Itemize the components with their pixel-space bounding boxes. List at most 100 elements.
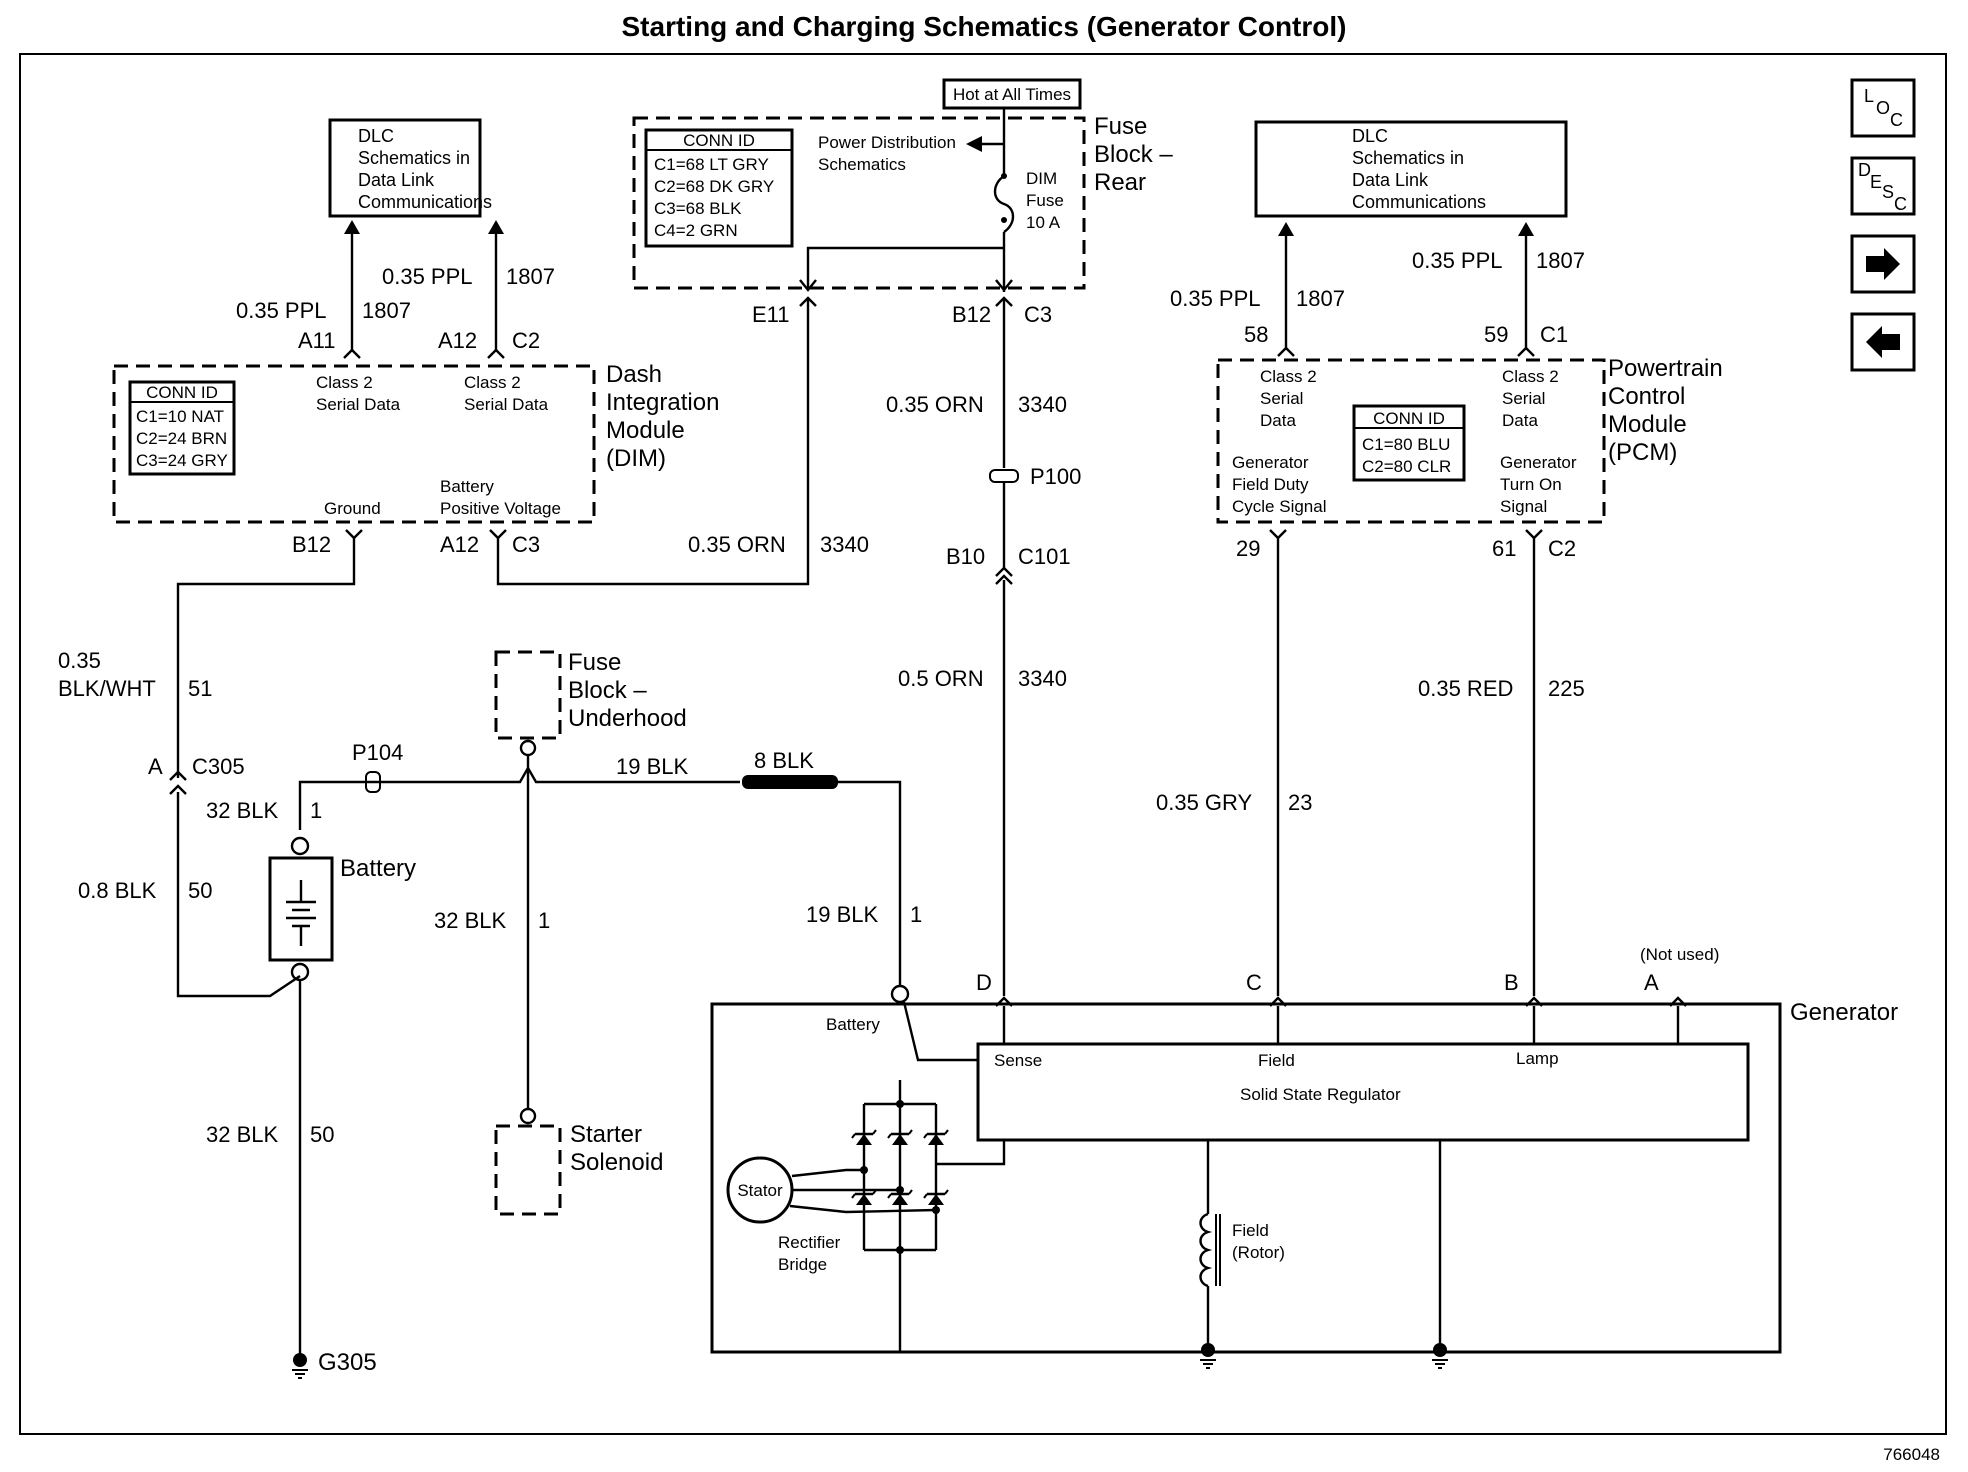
dlc-left-line2: Schematics in [358, 148, 470, 168]
dim-conn-id-2: C2=24 BRN [136, 429, 227, 448]
dim-battery-line2: Positive Voltage [440, 499, 561, 518]
pcm-serial-left-3: Data [1260, 411, 1296, 430]
schematic-title: Starting and Charging Schematics (Genera… [622, 11, 1347, 42]
arrow-up-icon [488, 220, 504, 234]
dim-pin-b12: B12 [292, 532, 331, 557]
prev-arrow-button[interactable] [1850, 312, 1916, 372]
wire-ckt-orn-2: 3340 [820, 532, 869, 557]
regulator-label: Solid State Regulator [1240, 1085, 1401, 1104]
dim-conn-id-3: C3=24 GRY [136, 451, 228, 470]
connector-c101-label: C101 [1018, 544, 1071, 569]
wire-fusible-link-to-gen-battery [838, 780, 902, 986]
generator-not-used-label: (Not used) [1640, 945, 1719, 964]
fuse-block-underhood-box [494, 650, 562, 740]
fbr-label-line3: Rear [1094, 169, 1146, 196]
fbu-label-line3: Underhood [568, 705, 687, 732]
wire-label-ppl-left-1: 0.35 PPL [236, 298, 327, 323]
connector-chevron [995, 574, 1013, 585]
wire-stud-to-battery [298, 755, 530, 830]
wire-label-ppl-right-2: 0.35 PPL [1412, 248, 1503, 273]
wire-label-ppl-left-2: 0.35 PPL [382, 264, 473, 289]
fbr-label-line2: Block – [1094, 141, 1173, 168]
connector-chevron [169, 784, 187, 795]
wire-label-blk32-c: 32 BLK [206, 1122, 278, 1147]
dim-conn-id-title: CONN ID [146, 383, 218, 402]
wire-ckt-orn-3: 3340 [1018, 666, 1067, 691]
loc-letter-l: L [1864, 86, 1874, 106]
stator-label: Stator [737, 1181, 783, 1200]
wire-label-orn-3: 0.5 ORN [898, 666, 984, 691]
next-arrow-button[interactable] [1850, 234, 1916, 294]
dlc-right-line3: Data Link [1352, 170, 1429, 190]
desc-letter-d: D [1858, 160, 1871, 180]
wire-label-red: 0.35 RED [1418, 676, 1513, 701]
dim-label-line4: (DIM) [606, 445, 666, 472]
underhood-stud-terminal [519, 739, 537, 757]
generator-box [710, 1002, 1782, 1354]
pcm-conn-id-2: C2=80 CLR [1362, 457, 1451, 476]
wire-ckt-ppl-right-1: 1807 [1296, 286, 1345, 311]
regulator-lamp-label: Lamp [1516, 1049, 1559, 1068]
fbu-label-line1: Fuse [568, 649, 621, 676]
hot-at-all-times-label: Hot at All Times [953, 85, 1071, 104]
pcm-pin-c1: C1 [1540, 322, 1568, 347]
pcm-conn-id-table: CONN ID C1=80 BLU C2=80 CLR [1352, 404, 1466, 482]
dim-serial-1-line2: Serial Data [316, 395, 401, 414]
wire-dim-battery-to-e11 [496, 300, 810, 586]
dlc-left-box: DLC Schematics in Data Link Communicatio… [328, 118, 492, 218]
wire-label-blk8: 8 BLK [754, 748, 814, 773]
wire-label-blk19-b: 19 BLK [806, 902, 878, 927]
fuse-block-rear-conn-id-table: CONN ID C1=68 LT GRY C2=68 DK GRY C3=68 … [644, 128, 794, 248]
generator-pin-c: C [1246, 970, 1262, 995]
wire-label-ppl-right-1: 0.35 PPL [1170, 286, 1261, 311]
connector-chevron [1269, 529, 1287, 540]
fbu-label-line2: Block – [568, 677, 647, 704]
dim-pin-c2: C2 [512, 328, 540, 353]
wire-battery-to-regulator [902, 1001, 978, 1062]
pcm-field-duty-2: Field Duty [1232, 475, 1309, 494]
connector-chevron [995, 279, 1013, 292]
dim-serial-2-line1: Class 2 [464, 373, 521, 392]
wire-label-orn-1: 0.35 ORN [886, 392, 984, 417]
wire-label-gry: 0.35 GRY [1156, 790, 1253, 815]
wire-ckt-blk32-a: 1 [310, 798, 322, 823]
regulator-field-label: Field [1258, 1051, 1295, 1070]
wire-stud-to-fusible-link [526, 767, 740, 784]
fbr-fuse-line2: Fuse [1026, 191, 1064, 210]
wire-label-blk08: 0.8 BLK [78, 878, 157, 903]
fbr-pin-c3: C3 [1024, 302, 1052, 327]
connector-chevron [799, 279, 817, 292]
generator-pin-b: B [1504, 970, 1519, 995]
pcm-pin-61: 61 [1492, 536, 1516, 561]
dim-label-line3: Module [606, 417, 685, 444]
connector-chevron [1669, 996, 1687, 1007]
fbr-conn-id-1: C1=68 LT GRY [654, 155, 769, 174]
ground-icon [1431, 1342, 1449, 1369]
desc-button[interactable]: D E S C [1850, 156, 1916, 216]
pcm-serial-left-2: Serial [1260, 389, 1303, 408]
connector-chevron [487, 348, 505, 359]
dlc-right-line4: Communications [1352, 192, 1486, 212]
hot-at-all-times-box: Hot at All Times [942, 78, 1082, 110]
wire-ckt-orn-1: 3340 [1018, 392, 1067, 417]
dim-fuse-symbol [993, 175, 1015, 233]
connector-c305-label: C305 [192, 754, 245, 779]
pcm-serial-right-1: Class 2 [1502, 367, 1559, 386]
arrow-left-small-icon [966, 136, 982, 152]
generator-label: Generator [1790, 999, 1898, 1026]
wire-ckt-blk19-b: 1 [910, 902, 922, 927]
battery-negative-terminal [290, 962, 310, 982]
loc-button[interactable]: L O C [1850, 78, 1916, 138]
dim-serial-1-line1: Class 2 [316, 373, 373, 392]
dlc-left-line1: DLC [358, 126, 394, 146]
dim-pin-c3: C3 [512, 532, 540, 557]
fbr-pin-b12: B12 [952, 302, 991, 327]
field-rotor-coil [1199, 1212, 1213, 1288]
wire-label-blk19-a: 19 BLK [616, 754, 688, 779]
rectifier-label-line2: Bridge [778, 1255, 827, 1274]
dlc-right-line1: DLC [1352, 126, 1388, 146]
connector-chevron [489, 529, 507, 540]
fusible-link-icon [742, 775, 838, 789]
fbr-label-line1: Fuse [1094, 113, 1147, 140]
